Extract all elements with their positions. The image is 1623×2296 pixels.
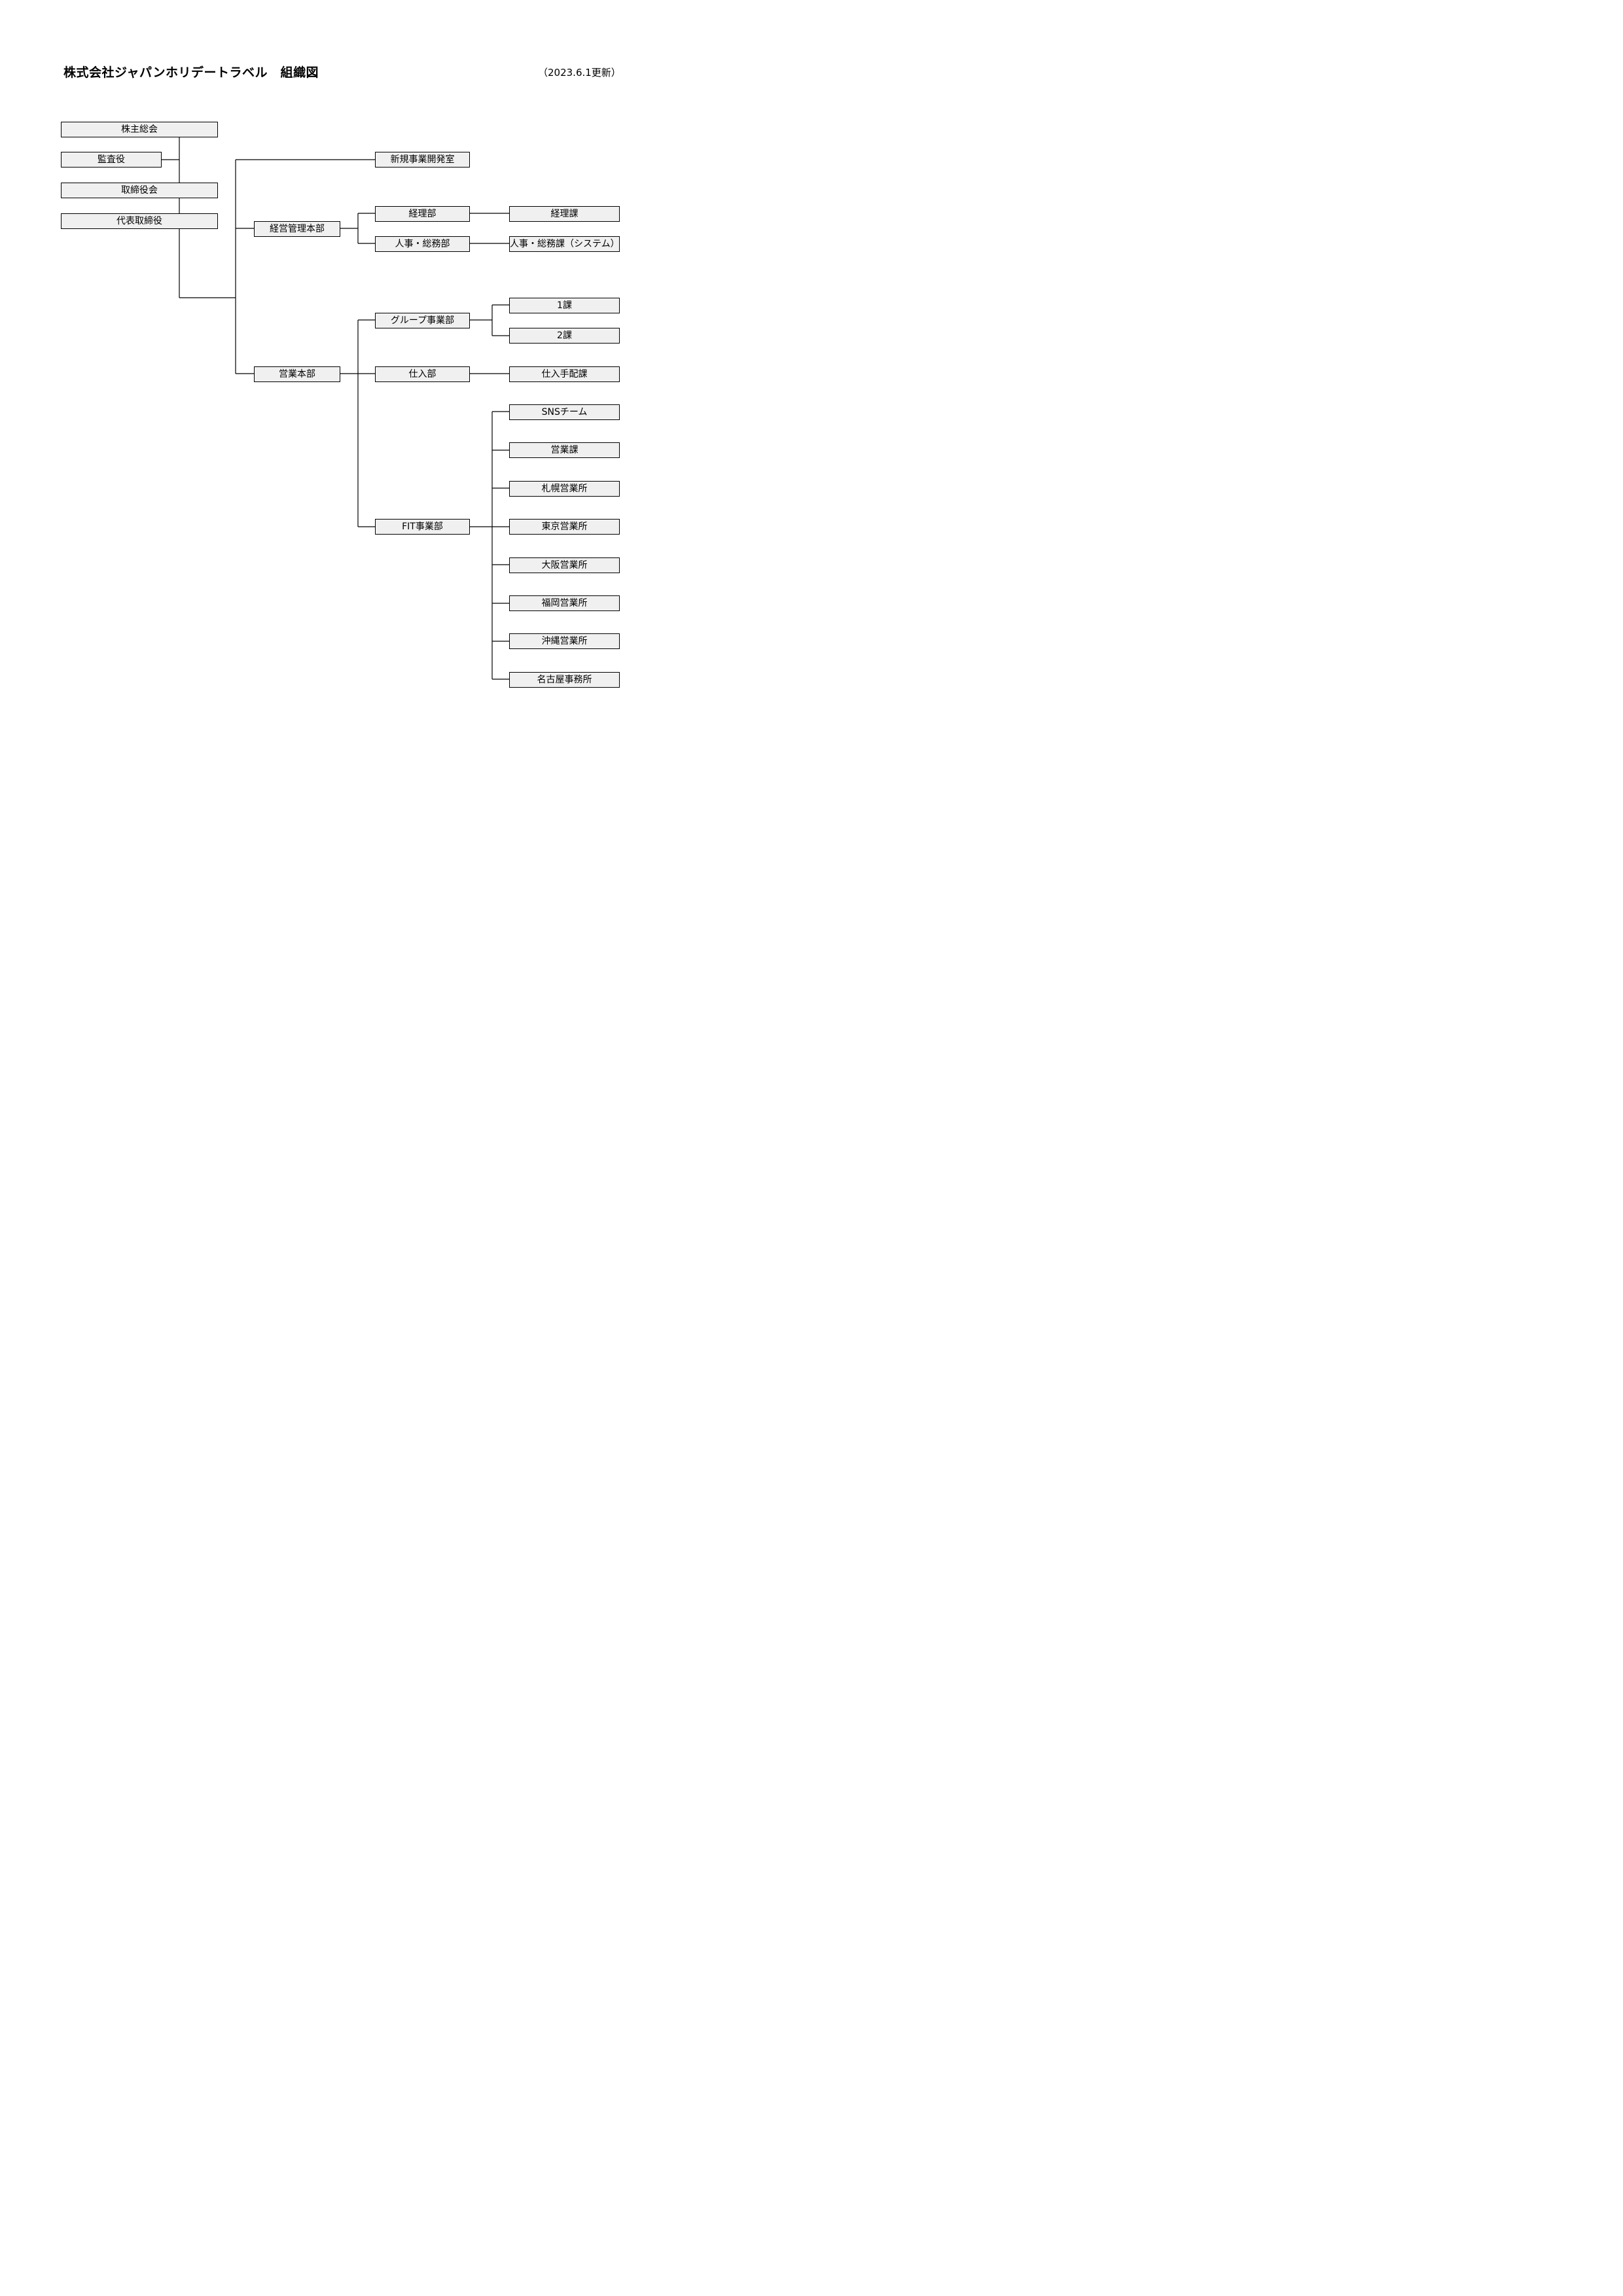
representative-director-box: 代表取締役 — [61, 213, 218, 229]
hr-general-affairs-section-box: 人事・総務課（システム） — [509, 236, 620, 252]
auditor-box: 監査役 — [61, 152, 162, 168]
okinawa-office-box: 沖縄営業所 — [509, 633, 620, 649]
sapporo-office-box: 札幌営業所 — [509, 481, 620, 497]
accounting-dept-box: 経理部 — [375, 206, 470, 222]
connector-lines — [162, 137, 509, 680]
accounting-section-box: 経理課 — [509, 206, 620, 222]
group-section-2-box: 2課 — [509, 328, 620, 344]
fukuoka-office-box: 福岡営業所 — [509, 595, 620, 611]
hr-general-affairs-dept-box: 人事・総務部 — [375, 236, 470, 252]
sales-section-box: 営業課 — [509, 442, 620, 458]
tokyo-office-box: 東京営業所 — [509, 519, 620, 535]
group-section-1-box: 1課 — [509, 298, 620, 313]
update-date: （2023.6.1更新） — [538, 67, 621, 79]
new-business-office-box: 新規事業開発室 — [375, 152, 470, 168]
shareholders-meeting-box: 株主総会 — [61, 122, 218, 137]
purchasing-dept-box: 仕入部 — [375, 366, 470, 382]
sales-hq-box: 営業本部 — [254, 366, 340, 382]
page-title: 株式会社ジャパンホリデートラベル 組織図 — [63, 65, 319, 80]
osaka-office-box: 大阪営業所 — [509, 557, 620, 573]
sns-team-box: SNSチーム — [509, 404, 620, 420]
fit-business-dept-box: FIT事業部 — [375, 519, 470, 535]
nagoya-office-box: 名古屋事務所 — [509, 672, 620, 688]
purchasing-arrangement-section-box: 仕入手配課 — [509, 366, 620, 382]
admin-hq-box: 経営管理本部 — [254, 221, 340, 237]
board-of-directors-box: 取締役会 — [61, 183, 218, 198]
group-business-dept-box: グループ事業部 — [375, 313, 470, 328]
